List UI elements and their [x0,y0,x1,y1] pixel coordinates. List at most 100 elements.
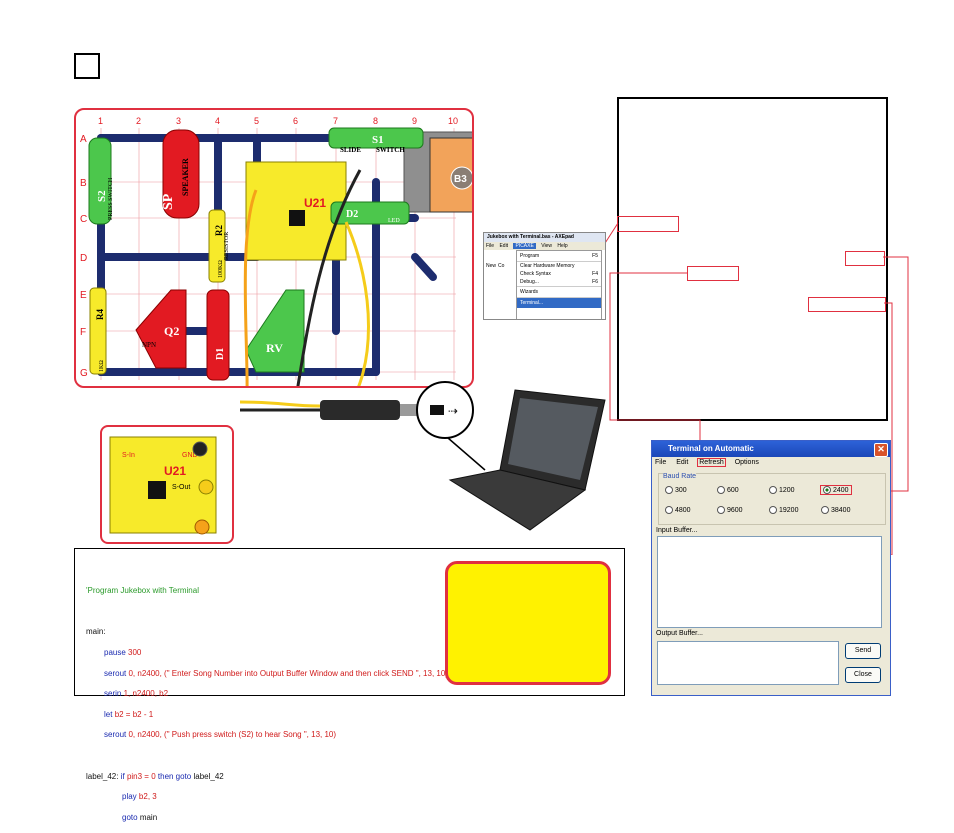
terminal-menu-edit[interactable]: Edit [676,459,689,466]
axepad-item-clear[interactable]: Clear Hardware Memory [517,261,601,270]
board-column-label: 7 [333,116,338,126]
code-keyword: serout [104,668,127,678]
close-button[interactable]: Close [845,667,881,683]
code-keyword: serout [104,730,127,740]
terminal-menu-file[interactable]: File [655,459,667,466]
usb-cable-and-laptop: ⇢ [239,381,606,531]
code-args: b2 = b2 - 1 [114,709,154,719]
detail-s-out-label: S-Out [172,484,190,491]
baud-radio-4800[interactable]: 4800 [665,506,691,514]
axepad-item-debug[interactable]: Debug...F6 [520,279,598,285]
axepad-menu-help[interactable]: Help [557,243,568,249]
input-buffer-field[interactable] [657,536,882,628]
board-column-label: 5 [254,116,259,126]
resistor-r2-value: 100KΩ [218,260,224,278]
step-number-box [74,53,100,79]
usb-symbol-icon: ⇢ [448,404,458,418]
baud-radio-600[interactable]: 600 [717,486,739,494]
board-row-label: F [80,327,86,338]
axepad-toolbar-new[interactable]: New [486,263,497,269]
resistor-r2-label: R2 [214,225,224,236]
output-buffer-field[interactable] [657,641,839,685]
radio-icon [717,506,725,514]
baud-radio-1200[interactable]: 1200 [769,486,795,494]
code-args: 1, n2400, b2 [123,689,169,699]
chip-u21-ic [289,210,305,226]
axepad-menu-screenshot: Jukebox with Terminal.bas - AXEpad File … [483,232,606,320]
usb-plug-tip [400,404,418,416]
slide-switch-label: SLIDE [340,146,361,154]
input-buffer-label: Input Buffer... [656,527,698,534]
diode-d1 [206,289,230,381]
output-buffer-label: Output Buffer... [656,630,703,637]
close-icon[interactable]: ✕ [874,443,888,457]
transistor-q2-label: Q2 [164,324,179,338]
axepad-toolbar-co[interactable]: Co [498,263,505,269]
detail-s-out-connector [198,479,214,495]
board-row-label: E [80,290,87,301]
led-d2-label: D2 [346,209,358,220]
radio-icon [665,486,673,494]
transistor-npn-label: NPN [142,341,156,349]
code-label: label_42: [86,771,119,781]
terminal-menu-options[interactable]: Options [734,459,759,466]
radio-icon [769,486,777,494]
potentiometer-rv [245,289,305,373]
battery-b3-badge [450,166,472,190]
radio-icon [821,506,829,514]
board-column-label: 10 [448,116,458,126]
axepad-item-terminal[interactable]: Terminal... [517,297,601,308]
radio-icon [665,506,673,514]
code-label: main [139,812,158,822]
axepad-menu-picaxe[interactable]: PICAXE [513,243,536,249]
code-args: 0, n2400, (" Enter Song Number into Outp… [128,668,448,678]
resistor-r4-label: R4 [95,309,105,320]
led-word: LED [388,218,400,224]
board-row-label: C [80,214,87,225]
code-keyword: if [120,771,125,781]
detail-chip-ic [148,481,166,499]
slide-switch-s1-label: S1 [372,134,384,146]
callout-box-2 [687,266,739,281]
axepad-item-wizards[interactable]: Wizards [517,286,601,297]
code-listing: 'Program Jukebox with Terminal main: pau… [86,576,448,833]
code-args: 300 [128,648,142,658]
board-column-label: 9 [412,116,417,126]
axepad-title: Jukebox with Terminal.bas - AXEpad [484,233,605,242]
radio-icon [769,506,777,514]
instructions-box [617,97,888,421]
slide-switch-word: SWITCH [376,146,405,154]
press-switch-s2 [88,137,112,225]
baud-radio-2400[interactable]: 2400 [820,485,852,495]
terminal-title: Terminal on Automatic [668,444,754,453]
board-column-label: 8 [373,116,378,126]
send-button[interactable]: Send [845,643,881,659]
board-column-label: 4 [215,116,220,126]
axepad-menu-file[interactable]: File [486,243,495,249]
baud-radio-9600[interactable]: 9600 [717,506,743,514]
laptop-keyboard [448,469,587,531]
baud-radio-38400[interactable]: 38400 [821,506,850,514]
baud-radio-19200[interactable]: 19200 [769,506,798,514]
laptop-display [508,398,598,480]
terminal-menu-refresh[interactable]: Refresh [697,458,726,467]
callout-box-4 [808,297,886,312]
code-keyword: pause [104,648,126,658]
radio-icon [717,486,725,494]
axepad-menu-edit[interactable]: Edit [499,243,509,249]
board-row-label: G [80,368,88,379]
code-main-label: main: [86,627,106,637]
callout-box-3 [845,251,885,266]
led-d2 [330,201,410,225]
code-args: pin3 = 0 [126,771,156,781]
code-keyword: then goto [157,771,192,781]
board-column-label: 1 [98,116,103,126]
axepad-menu-view[interactable]: View [541,243,552,249]
resistor-r4-value: 1KΩ [99,360,105,372]
baud-radio-300[interactable]: 300 [665,486,687,494]
detail-gnd-label: GND [182,452,198,459]
u21-detail-board: U21 S-In GND S-Out [100,425,234,544]
